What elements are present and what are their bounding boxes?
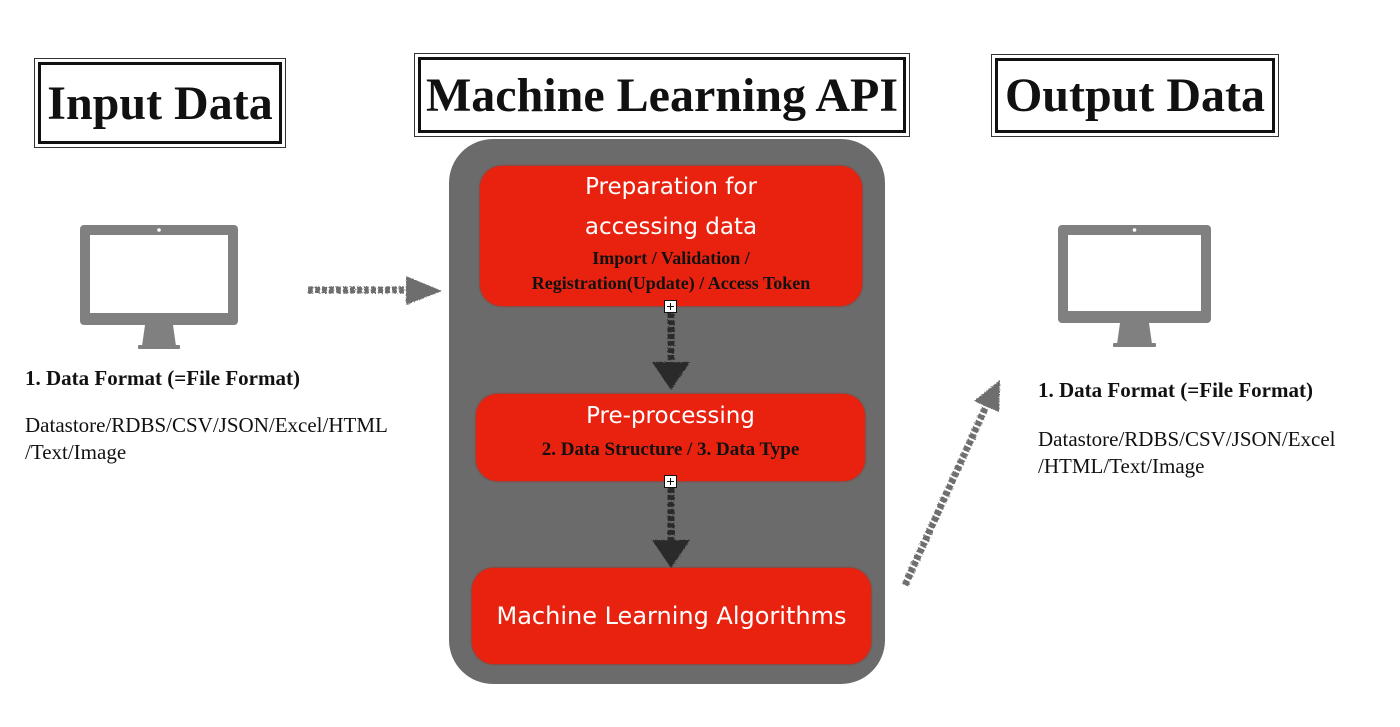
step-preprocessing-detail: 2. Data Structure / 3. Data Type [541, 439, 800, 460]
input-format-list: Datastore/RDBS/CSV/JSON/Excel/HTML /Text… [25, 413, 388, 464]
monitor-icon [1058, 225, 1211, 347]
step-preparation-title-line1: Preparation for [585, 174, 757, 200]
input-data-title: Input Data [34, 58, 286, 148]
machine-learning-api-title: Machine Learning API [414, 53, 910, 137]
plus-icon [664, 300, 677, 313]
monitor-icon [80, 225, 238, 349]
arrow-icon [652, 488, 690, 568]
step-preprocessing-title: Pre-processing [586, 403, 755, 429]
step-preparation-detail-line2: Registration(Update) / Access Token [531, 273, 811, 293]
arrow-icon [308, 276, 442, 305]
arrow-icon [901, 380, 1000, 587]
step-preparation-title-line2: accessing data [584, 214, 758, 240]
plus-icon [664, 475, 677, 488]
step-ml-algorithms-title: Machine Learning Algorithms [496, 602, 847, 630]
arrow-icon [652, 313, 690, 390]
output-data-format-heading: 1. Data Format (=File Format) [1038, 378, 1313, 402]
output-format-list: Datastore/RDBS/CSV/JSON/Excel /HTML/Text… [1038, 427, 1336, 478]
step-ml-algorithms-box: Machine Learning Algorithms [472, 568, 871, 664]
step-preparation-box: Preparation for accessing data Import / … [480, 166, 862, 306]
step-preparation-detail-line1: Import / Validation / [592, 248, 750, 268]
input-data-format-heading: 1. Data Format (=File Format) [25, 366, 300, 390]
step-preprocessing-box: Pre-processing 2. Data Structure / 3. Da… [476, 394, 865, 481]
output-data-title: Output Data [991, 54, 1279, 137]
